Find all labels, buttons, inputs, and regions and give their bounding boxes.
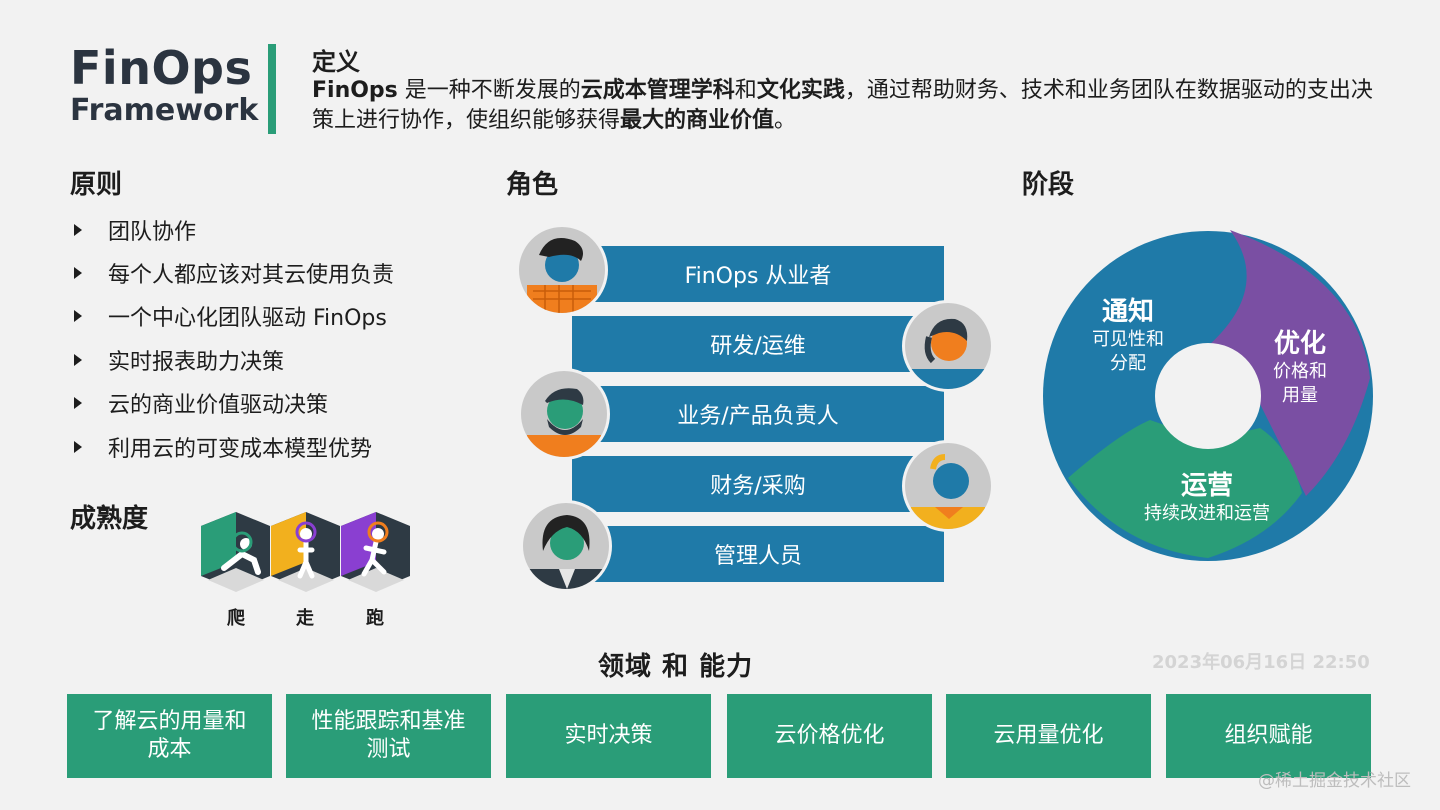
avatar-finance	[902, 440, 994, 532]
avatar-executive	[520, 500, 612, 592]
bullet-icon	[74, 397, 82, 410]
avatar-practitioner	[516, 224, 608, 316]
logo-title: FinOps	[70, 41, 253, 95]
role-executive: 管理人员	[572, 526, 944, 582]
domain-organization-enablement: 组织赋能	[1166, 694, 1371, 778]
definition-run: FinOps	[312, 78, 398, 103]
principles-title: 原则	[70, 170, 123, 200]
run-icon	[341, 512, 410, 592]
stages-title: 阶段	[1022, 170, 1075, 200]
avatar-business-owner	[518, 368, 610, 460]
donut-hole	[1155, 343, 1261, 449]
definition-run: 最大的商业价值	[620, 108, 775, 133]
definition-title: 定义	[312, 48, 360, 76]
segment-optimize	[1208, 230, 1370, 496]
principle-item: 实时报表助力决策	[70, 338, 394, 381]
definition-run: 。	[774, 108, 797, 133]
timestamp: 2023年06月16日 22:50	[1152, 652, 1370, 673]
domain-performance-benchmark: 性能跟踪和基准测试	[286, 694, 491, 778]
lifecycle-donut	[1043, 230, 1373, 561]
definition-run: 文化实践	[756, 78, 845, 103]
maturity-stage-crawl: 爬	[227, 608, 245, 629]
domain-usage-optimization: 云用量优化	[946, 694, 1151, 778]
role-finance-procurement: 财务/采购	[572, 456, 944, 512]
domain-realtime-decision: 实时决策	[506, 694, 711, 778]
maturity-graphic	[201, 512, 410, 592]
bullet-icon	[74, 310, 82, 323]
role-business-product: 业务/产品负责人	[572, 386, 944, 442]
principles-list: 团队协作 每个人都应该对其云使用负责 一个中心化团队驱动 FinOps 实时报表…	[70, 208, 394, 468]
watermark: @稀土掘金技术社区	[1258, 771, 1411, 791]
principle-item: 利用云的可变成本模型优势	[70, 425, 394, 468]
header-divider	[268, 44, 276, 134]
maturity-stage-run: 跑	[366, 608, 384, 629]
roles-title: 角色	[506, 170, 559, 200]
principle-item: 每个人都应该对其云使用负责	[70, 251, 394, 294]
avatar-engineer	[902, 300, 994, 392]
role-finops-practitioner: FinOps 从业者	[572, 246, 944, 302]
maturity-stage-walk: 走	[296, 608, 314, 629]
domains-title: 领域 和 能力	[598, 652, 754, 682]
principle-item: 团队协作	[70, 208, 394, 251]
stage-operate-label: 运营 持续改进和运营	[1144, 471, 1270, 524]
logo-subtitle: Framework	[70, 93, 259, 128]
stage-inform-label: 通知 可见性和 分配	[1092, 297, 1164, 374]
bullet-icon	[74, 223, 82, 236]
bullet-icon	[74, 440, 82, 453]
crawl-icon	[201, 512, 270, 592]
segment-operate	[1068, 420, 1302, 558]
definition-run: ，通过帮助财务、技术和业务团队在数据驱动的支出决策上进行协作，使组织能够获得	[312, 78, 1373, 133]
principle-item: 云的商业价值驱动决策	[70, 382, 394, 425]
definition-text: FinOps 是一种不断发展的云成本管理学科和文化实践，通过帮助财务、技术和业务…	[312, 76, 1382, 136]
walk-icon	[271, 512, 340, 592]
bullet-icon	[74, 267, 82, 280]
role-engineering-ops: 研发/运维	[572, 316, 944, 372]
definition-run: 是一种不断发展的	[397, 78, 581, 103]
domain-usage-cost: 了解云的用量和成本	[67, 694, 272, 778]
maturity-title: 成熟度	[70, 504, 149, 534]
stage-optimize-label: 优化 价格和 用量	[1273, 329, 1327, 406]
domain-rate-optimization: 云价格优化	[727, 694, 932, 778]
definition-run: 和	[734, 78, 757, 103]
definition-run: 云成本管理学科	[580, 78, 735, 103]
principle-item: 一个中心化团队驱动 FinOps	[70, 295, 394, 338]
bullet-icon	[74, 353, 82, 366]
